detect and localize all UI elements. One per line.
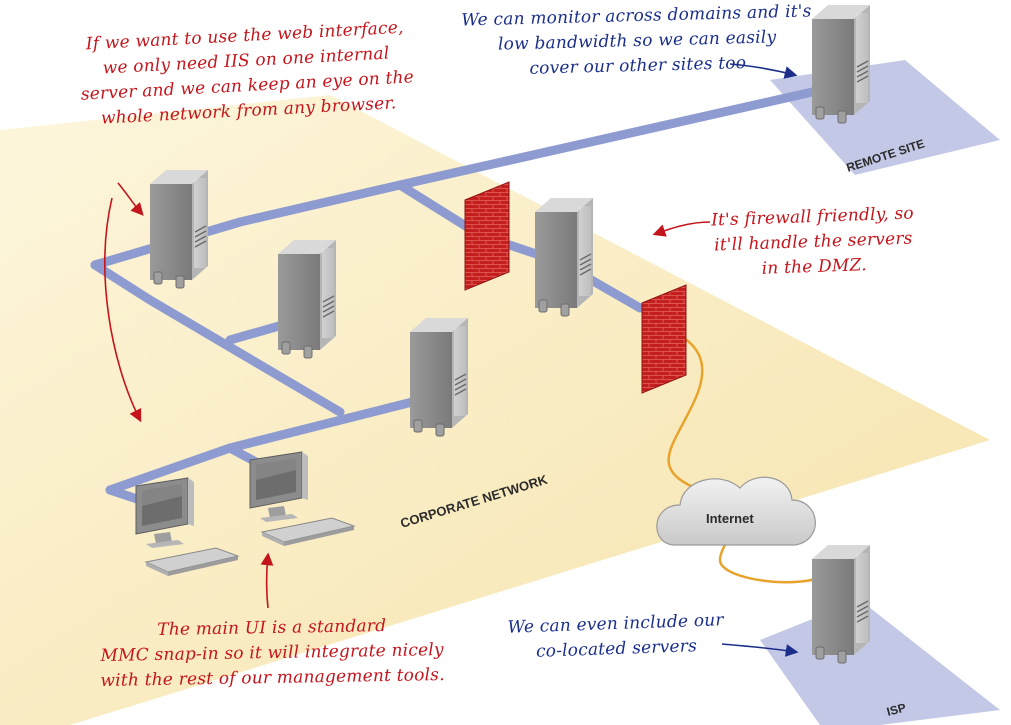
arrow-icon [117, 182, 144, 216]
server-icon [811, 544, 871, 664]
arrow-icon [104, 197, 142, 423]
arrow-icon [260, 552, 274, 609]
firewall-icon [641, 284, 687, 394]
isp-label: ISP [885, 700, 907, 719]
server-icon [277, 239, 337, 359]
internet-label: Internet [706, 511, 754, 526]
arrow-icon [729, 63, 798, 79]
arrow-icon [721, 643, 799, 657]
colocated-note: We can even include our co-located serve… [507, 608, 725, 666]
cloud-icon [656, 476, 816, 546]
monitor-domains-note: We can monitor across domains and it's l… [461, 0, 813, 84]
firewall-icon [464, 181, 510, 291]
server-icon [811, 4, 871, 124]
mmc-note: The main UI is a standard MMC snap-in so… [99, 613, 445, 694]
server-icon [149, 169, 209, 289]
firewall-note: It's firewall friendly, so it'll handle … [711, 201, 916, 283]
web-interface-note: If we want to use the web interface, we … [78, 15, 416, 132]
server-icon [534, 197, 594, 317]
server-icon [409, 317, 469, 437]
arrow-icon [652, 221, 711, 237]
